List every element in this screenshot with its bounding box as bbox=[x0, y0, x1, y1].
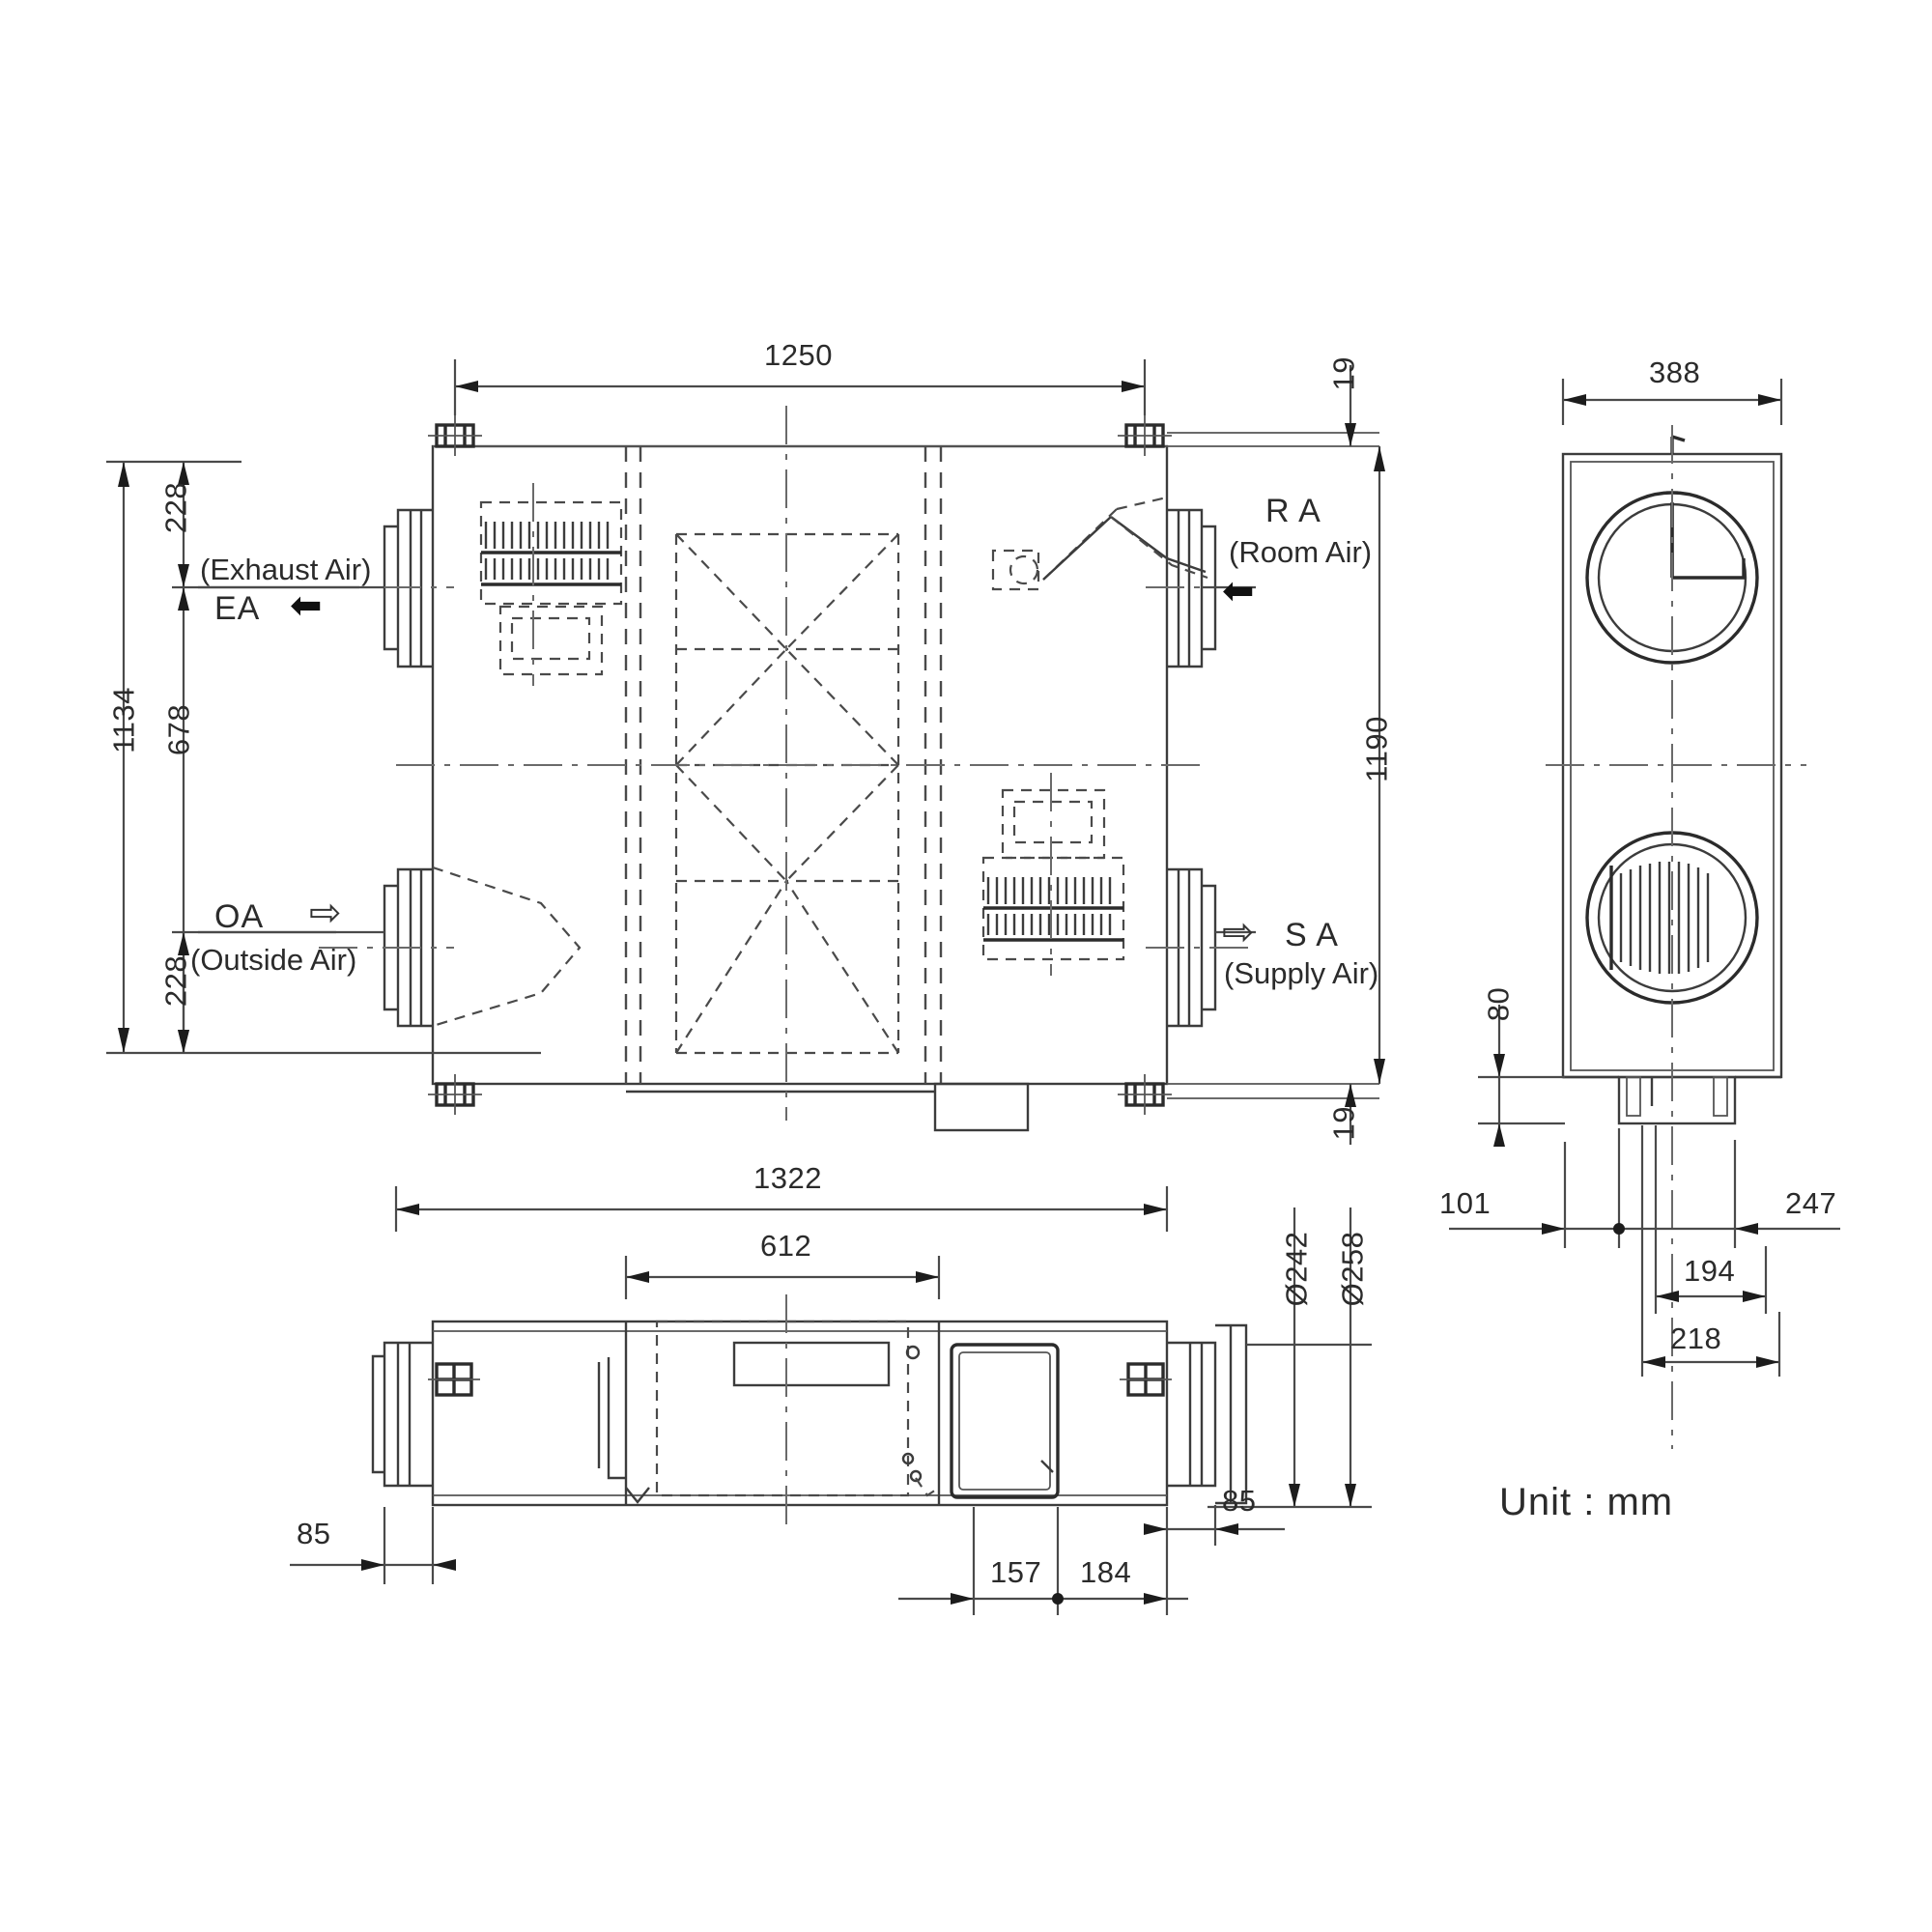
hanger-bracket-bl bbox=[428, 1074, 482, 1115]
dim-label-80: 80 bbox=[1481, 986, 1516, 1022]
arrow-right-icon-sa: ⇨ bbox=[1222, 911, 1255, 953]
front-view-group bbox=[290, 1186, 1372, 1615]
dim-101-247 bbox=[1449, 1128, 1840, 1248]
dim-218 bbox=[1640, 1125, 1781, 1377]
dim-label-19-top: 19 bbox=[1326, 356, 1361, 391]
arrow-right-icon-oa: ⇨ bbox=[309, 892, 342, 934]
dim-label-19-bottom: 19 bbox=[1326, 1106, 1361, 1141]
dim-85-right bbox=[1144, 1505, 1285, 1546]
port-label-ra-name: (Room Air) bbox=[1229, 535, 1373, 569]
fan-assembly-sa bbox=[981, 773, 1125, 976]
dim-label-dia-242: Ø242 bbox=[1279, 1231, 1314, 1307]
dim-80 bbox=[1478, 1005, 1565, 1147]
dim-label-1134: 1134 bbox=[106, 687, 141, 753]
fan-blades-sa bbox=[983, 877, 1123, 942]
port-label-sa-name: (Supply Air) bbox=[1224, 956, 1379, 990]
hanger-bracket-tl bbox=[428, 415, 482, 456]
dim-label-612: 612 bbox=[760, 1229, 812, 1263]
dim-1190 bbox=[1374, 446, 1385, 1084]
duct-sa bbox=[1146, 867, 1256, 1028]
hanger-bracket-tr bbox=[1118, 415, 1172, 456]
front-control-box bbox=[950, 1343, 1060, 1499]
dim-label-85-right: 85 bbox=[1222, 1484, 1257, 1518]
dim-label-388: 388 bbox=[1649, 355, 1701, 389]
port-label-ra-code: R A bbox=[1265, 493, 1321, 529]
dim-label-247: 247 bbox=[1785, 1186, 1837, 1220]
dim-1322 bbox=[394, 1186, 1169, 1232]
port-label-oa-name: (Outside Air) bbox=[190, 943, 357, 977]
fan-assembly-ea bbox=[479, 483, 623, 686]
dim-label-228-top: 228 bbox=[158, 481, 193, 534]
dim-1250 bbox=[453, 359, 1147, 415]
dim-diameters bbox=[1208, 1208, 1372, 1509]
side-view-drain bbox=[1563, 1075, 1781, 1125]
port-label-oa-code: OA bbox=[214, 898, 265, 935]
dim-label-101: 101 bbox=[1439, 1186, 1492, 1220]
duct-oa bbox=[319, 867, 454, 1028]
unit-note: Unit : mm bbox=[1499, 1481, 1674, 1523]
damper-oa bbox=[432, 866, 582, 1028]
dim-19-bottom bbox=[1345, 1084, 1356, 1145]
dim-label-1322: 1322 bbox=[753, 1161, 822, 1195]
dim-label-85-left: 85 bbox=[297, 1517, 331, 1550]
dim-label-1250: 1250 bbox=[764, 338, 833, 372]
dim-label-228-bottom: 228 bbox=[158, 954, 193, 1008]
front-right-duct bbox=[1167, 1323, 1248, 1505]
front-hanger-right bbox=[1120, 1362, 1172, 1397]
dim-label-194: 194 bbox=[1684, 1254, 1736, 1288]
dim-612 bbox=[624, 1256, 941, 1299]
port-label-sa-code: S A bbox=[1285, 917, 1339, 953]
dim-157-184 bbox=[898, 1507, 1188, 1615]
port-label-ea-name: (Exhaust Air) bbox=[200, 553, 372, 586]
front-view-body bbox=[431, 1320, 1169, 1507]
top-view-group bbox=[106, 359, 1385, 1145]
dim-label-1190: 1190 bbox=[1359, 716, 1394, 782]
front-left-duct bbox=[371, 1341, 433, 1488]
side-view-group bbox=[1449, 379, 1840, 1449]
dim-388 bbox=[1561, 379, 1783, 425]
dim-19-top bbox=[1345, 365, 1356, 446]
dim-85-left bbox=[290, 1507, 456, 1584]
dim-label-678: 678 bbox=[161, 703, 196, 756]
dim-194 bbox=[1654, 1125, 1768, 1314]
port-label-ea-code: EA bbox=[214, 590, 261, 627]
dim-label-218: 218 bbox=[1670, 1321, 1722, 1355]
front-label-plate bbox=[732, 1341, 891, 1387]
bypass-detail-ra bbox=[991, 496, 1208, 591]
dim-label-dia-258: Ø258 bbox=[1335, 1231, 1370, 1307]
hanger-bracket-br bbox=[1118, 1074, 1172, 1115]
front-hanger-left bbox=[428, 1362, 480, 1397]
dim-label-184: 184 bbox=[1080, 1555, 1132, 1589]
dim-label-157: 157 bbox=[990, 1555, 1042, 1589]
arrow-left-icon-ea: ⬅ bbox=[290, 584, 323, 627]
arrow-left-icon-ra: ⬅ bbox=[1222, 570, 1255, 612]
dim-1134 bbox=[106, 460, 541, 1055]
fan-blades-ea bbox=[481, 522, 621, 586]
front-access-panel bbox=[597, 1320, 941, 1505]
drain-box-top-view bbox=[933, 1082, 1030, 1132]
